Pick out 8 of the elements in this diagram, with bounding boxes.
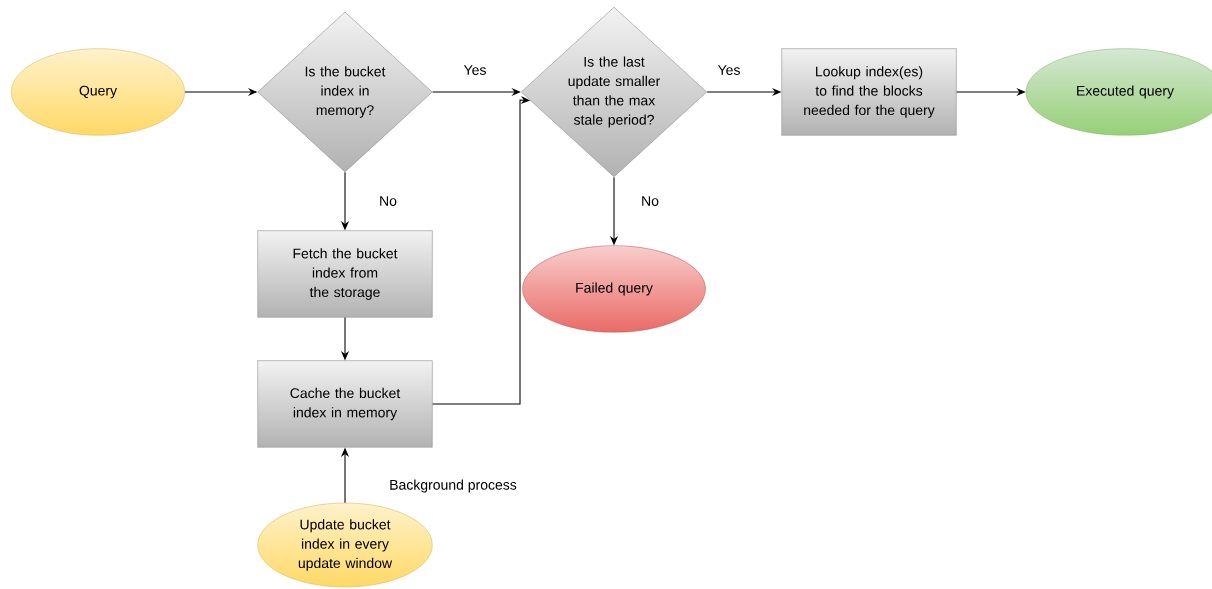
edge-label: Background process — [387, 478, 519, 494]
edge-label: Yes — [462, 63, 488, 77]
edge-label: No — [377, 194, 399, 208]
process-box: Lookup index(es) to find the blocks needed for the query — [781, 48, 957, 136]
process-box: Fetch the bucket index from the storage — [257, 230, 433, 318]
edge-label: Yes — [716, 63, 742, 77]
process-box: Cache the bucket index in memory — [257, 360, 433, 448]
edge-label: No — [639, 194, 661, 208]
